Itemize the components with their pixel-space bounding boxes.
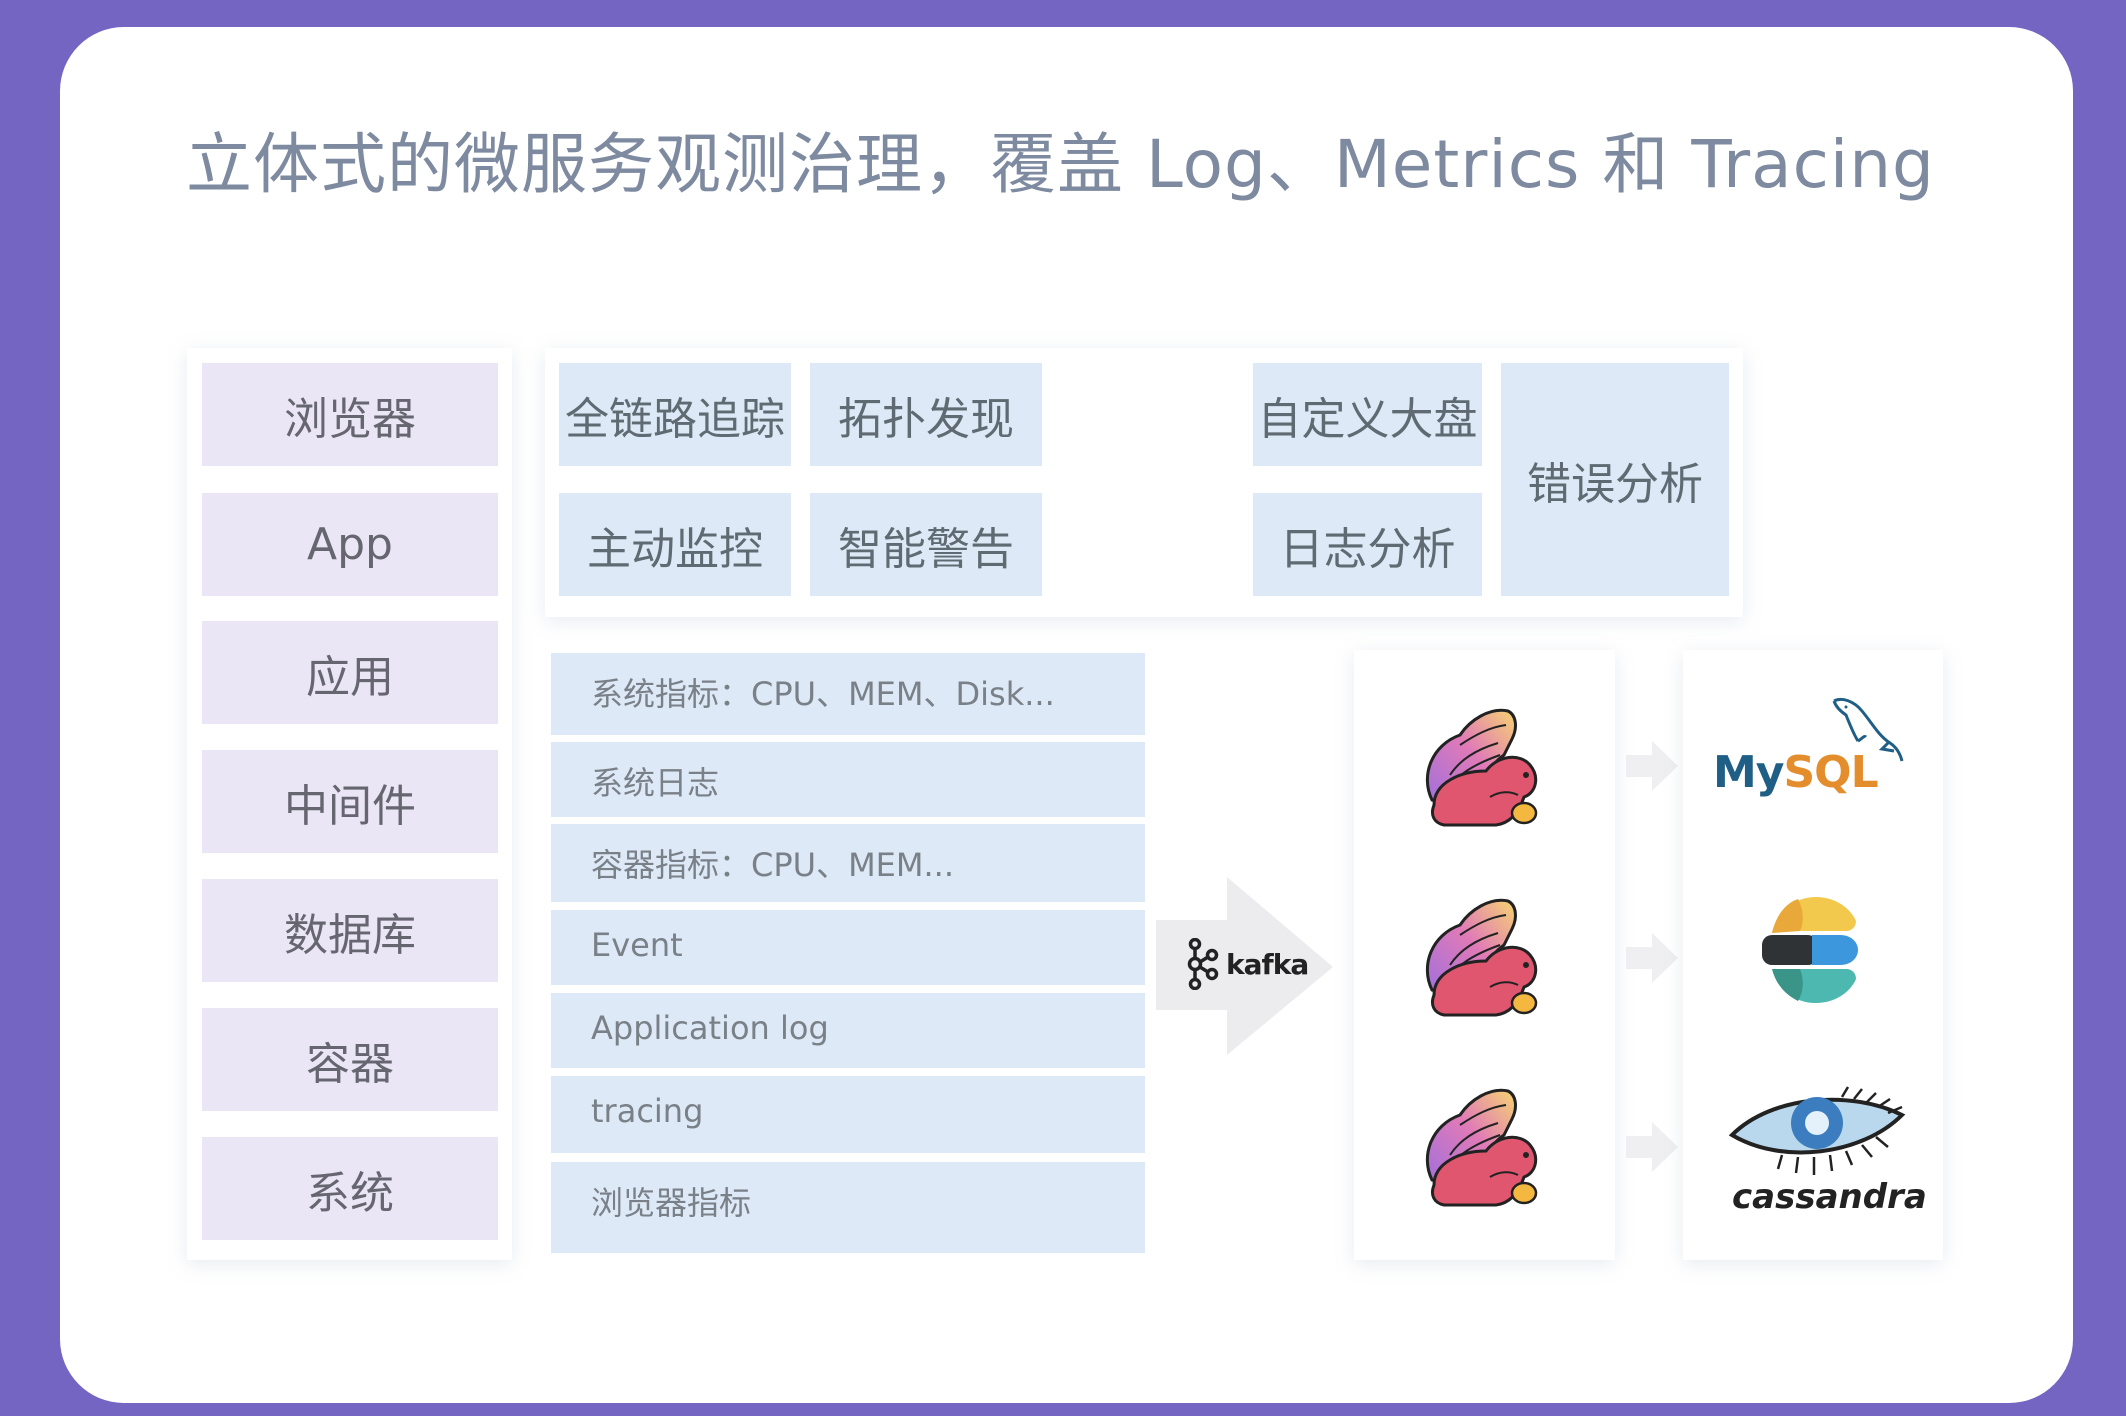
page-title: 立体式的微服务观测治理，覆盖 Log、Metrics 和 Tracing xyxy=(186,126,1935,203)
data-type-row: Event xyxy=(551,910,1145,985)
mysql-logo: MySQL xyxy=(1710,695,1910,805)
cassandra-eye-icon xyxy=(1728,1086,1906,1175)
feature-smart-alert: 智能警告 xyxy=(810,493,1042,596)
flink-squirrel-icon xyxy=(1425,708,1538,827)
source-container: 容器 xyxy=(202,1008,498,1111)
data-type-row: 系统日志 xyxy=(551,742,1145,817)
flow-arrow-icon xyxy=(1156,877,1333,1055)
source-database: 数据库 xyxy=(202,879,498,982)
kafka-label: kafka xyxy=(1226,947,1309,981)
feature-error-analysis: 错误分析 xyxy=(1501,363,1729,596)
source-system: 系统 xyxy=(202,1137,498,1240)
feature-log-analysis: 日志分析 xyxy=(1253,493,1482,596)
kafka-logo: kafka xyxy=(1186,938,1309,990)
data-type-row: 浏览器指标 xyxy=(551,1162,1145,1253)
cassandra-wordmark: cassandra xyxy=(1732,1177,1927,1217)
feature-active-monitoring: 主动监控 xyxy=(559,493,791,596)
data-type-label: Event xyxy=(591,926,683,964)
data-type-label: tracing xyxy=(591,1092,704,1130)
kafka-logo-icon xyxy=(1187,938,1219,990)
flow-arrow-icon xyxy=(1626,741,1678,791)
cassandra-logo: cassandra xyxy=(1722,1085,1927,1217)
flow-arrow-icon xyxy=(1626,933,1678,983)
data-type-row: Application log xyxy=(551,993,1145,1068)
data-type-label: Application log xyxy=(591,1009,829,1047)
data-type-label: 浏览器指标 xyxy=(591,1184,752,1222)
feature-custom-dashboard: 自定义大盘 xyxy=(1253,363,1482,466)
mysql-dolphin-icon xyxy=(1832,697,1904,762)
data-type-row: 系统指标：CPU、MEM、Disk... xyxy=(551,653,1145,735)
flink-squirrel-icon xyxy=(1425,898,1538,1017)
data-type-row: tracing xyxy=(551,1076,1145,1153)
data-type-label: 容器指标：CPU、MEM... xyxy=(591,846,955,884)
source-browser: 浏览器 xyxy=(202,363,498,466)
source-app: App xyxy=(202,493,498,596)
source-application: 应用 xyxy=(202,621,498,724)
data-type-row: 容器指标：CPU、MEM... xyxy=(551,824,1145,902)
feature-topology: 拓扑发现 xyxy=(810,363,1042,466)
flink-squirrel-icon xyxy=(1425,1088,1538,1207)
feature-full-trace: 全链路追踪 xyxy=(559,363,791,466)
elasticsearch-icon xyxy=(1762,897,1858,1003)
data-type-label: 系统指标：CPU、MEM、Disk... xyxy=(591,675,1055,713)
data-type-label: 系统日志 xyxy=(591,764,720,802)
mysql-wordmark: MySQL xyxy=(1713,747,1879,798)
flow-arrow-icon xyxy=(1626,1122,1678,1172)
source-middleware: 中间件 xyxy=(202,750,498,853)
